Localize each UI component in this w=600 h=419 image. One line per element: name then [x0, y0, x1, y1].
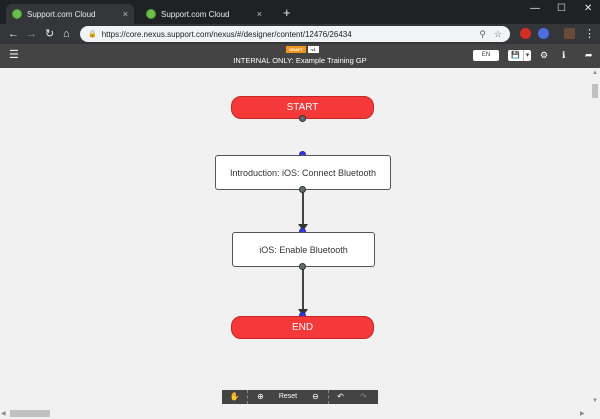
output-port[interactable] [299, 186, 306, 193]
divider [328, 390, 329, 404]
divider [247, 390, 248, 404]
new-tab-button[interactable]: + [283, 5, 291, 20]
search-icon[interactable]: ⚲ [479, 28, 486, 39]
tab-close-icon[interactable]: × [122, 9, 128, 19]
browser-tab-2[interactable]: Support.com Cloud × [140, 4, 268, 24]
hamburger-menu-icon[interactable]: ☰ [9, 49, 19, 61]
profile-avatar[interactable] [564, 28, 575, 39]
tab-title: Support.com Cloud [161, 9, 230, 19]
scroll-right-icon[interactable]: ▶ [580, 411, 585, 417]
support-favicon-icon [146, 9, 156, 19]
tab-title: Support.com Cloud [27, 9, 96, 19]
undo-icon[interactable]: ↶ [337, 392, 344, 401]
save-button[interactable]: 💾 ▾ [508, 50, 531, 61]
settings-icon[interactable]: ⚙ [540, 50, 549, 60]
scroll-down-icon[interactable]: ▼ [592, 398, 598, 404]
redo-icon[interactable]: ↷ [360, 392, 367, 401]
browser-tab-1[interactable]: Support.com Cloud × [6, 4, 134, 24]
output-port[interactable] [299, 263, 306, 270]
version-badge: v1 [308, 46, 319, 53]
language-button[interactable]: EN [473, 50, 499, 61]
browser-toolbar: ← → ↻ ⌂ 🔒 https://core.nexus.support.com… [0, 24, 600, 44]
arrow-down-icon [298, 224, 308, 231]
step-node[interactable]: iOS: Enable Bluetooth [232, 232, 375, 267]
browser-tab-bar: Support.com Cloud × Support.com Cloud × … [0, 0, 600, 24]
end-node[interactable]: END [231, 316, 374, 339]
draft-badge: DRAFT [286, 46, 306, 53]
lock-icon: 🔒 [88, 31, 97, 38]
address-bar[interactable]: 🔒 https://core.nexus.support.com/nexus/#… [80, 26, 510, 42]
minimize-icon[interactable]: — [530, 3, 540, 14]
zoom-controls: ✋ ⊕ Reset ⊖ ↶ ↷ [222, 390, 378, 404]
output-port[interactable] [299, 115, 306, 122]
save-icon[interactable]: 💾 [508, 50, 524, 61]
step-node[interactable]: Introduction: iOS: Connect Bluetooth [215, 155, 391, 190]
zoom-out-icon[interactable]: ⊖ [312, 392, 319, 401]
vertical-scrollbar[interactable]: ▲ ▼ [590, 68, 600, 408]
info-icon[interactable]: ℹ [562, 50, 566, 60]
horizontal-scrollbar[interactable]: ◀ ▶ [0, 408, 590, 419]
scroll-up-icon[interactable]: ▲ [592, 70, 598, 76]
maximize-icon[interactable]: ☐ [557, 3, 566, 14]
browser-menu-icon[interactable]: ⋮ [584, 28, 595, 40]
pan-hand-icon[interactable]: ✋ [229, 392, 240, 401]
zoom-in-icon[interactable]: ⊕ [257, 392, 264, 401]
scroll-left-icon[interactable]: ◀ [1, 411, 6, 417]
bookmark-star-icon[interactable]: ☆ [493, 28, 502, 39]
extension-icon[interactable] [538, 28, 549, 39]
url-text[interactable]: https://core.nexus.support.com/nexus/#/d… [101, 29, 352, 39]
reset-zoom-button[interactable]: Reset [278, 393, 298, 400]
chevron-down-icon[interactable]: ▾ [525, 52, 530, 59]
tab-close-icon[interactable]: × [256, 9, 262, 19]
forward-icon[interactable]: → [26, 28, 37, 40]
close-window-icon[interactable]: ✕ [584, 3, 593, 14]
scroll-thumb[interactable] [592, 84, 598, 98]
scroll-thumb[interactable] [10, 410, 50, 417]
support-favicon-icon [12, 9, 22, 19]
back-icon[interactable]: ← [8, 28, 19, 40]
flow-connector [302, 266, 304, 312]
reload-icon[interactable]: ↻ [45, 28, 55, 40]
exit-icon[interactable]: ➦ [585, 50, 593, 60]
flow-connector [302, 189, 304, 227]
home-icon[interactable]: ⌂ [63, 28, 70, 40]
lastpass-icon[interactable] [520, 28, 531, 39]
page-title: INTERNAL ONLY: Example Training GP [233, 56, 367, 65]
